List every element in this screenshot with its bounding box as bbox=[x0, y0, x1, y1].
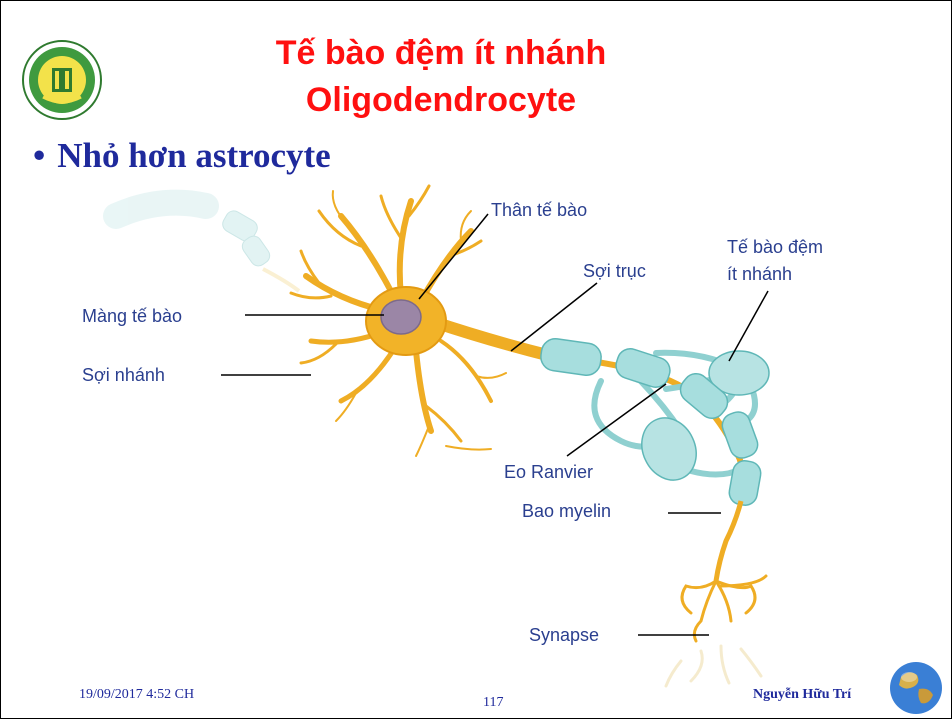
label-myelin-sheath: Bao myelin bbox=[522, 500, 611, 522]
label-cell-body: Thân tế bào bbox=[491, 199, 587, 221]
synaptic-targets bbox=[666, 646, 761, 686]
nucleus bbox=[381, 300, 421, 334]
label-synapse: Synapse bbox=[529, 624, 599, 646]
leader-lines bbox=[221, 214, 768, 635]
label-oligodendrocyte-line-1: Tế bào đệm bbox=[727, 236, 823, 258]
label-dendrite: Sợi nhánh bbox=[82, 364, 165, 386]
axon-terminals bbox=[682, 576, 766, 641]
oligodendrocyte-cell-2 bbox=[632, 409, 706, 489]
label-cell-membrane: Màng tế bào bbox=[82, 305, 182, 327]
globe-icon bbox=[887, 659, 945, 717]
label-axon: Sợi trục bbox=[583, 260, 646, 282]
footer-author: Nguyễn Hữu Trí bbox=[753, 687, 851, 703]
label-node-of-ranvier: Eo Ranvier bbox=[504, 461, 593, 483]
footer-date: 19/09/2017 4:52 CH bbox=[79, 687, 194, 703]
label-oligodendrocyte-line-2: ít nhánh bbox=[727, 263, 792, 285]
axon bbox=[431, 321, 551, 356]
footer-page-number: 117 bbox=[483, 695, 503, 711]
faded-upstream-axon bbox=[116, 203, 299, 291]
